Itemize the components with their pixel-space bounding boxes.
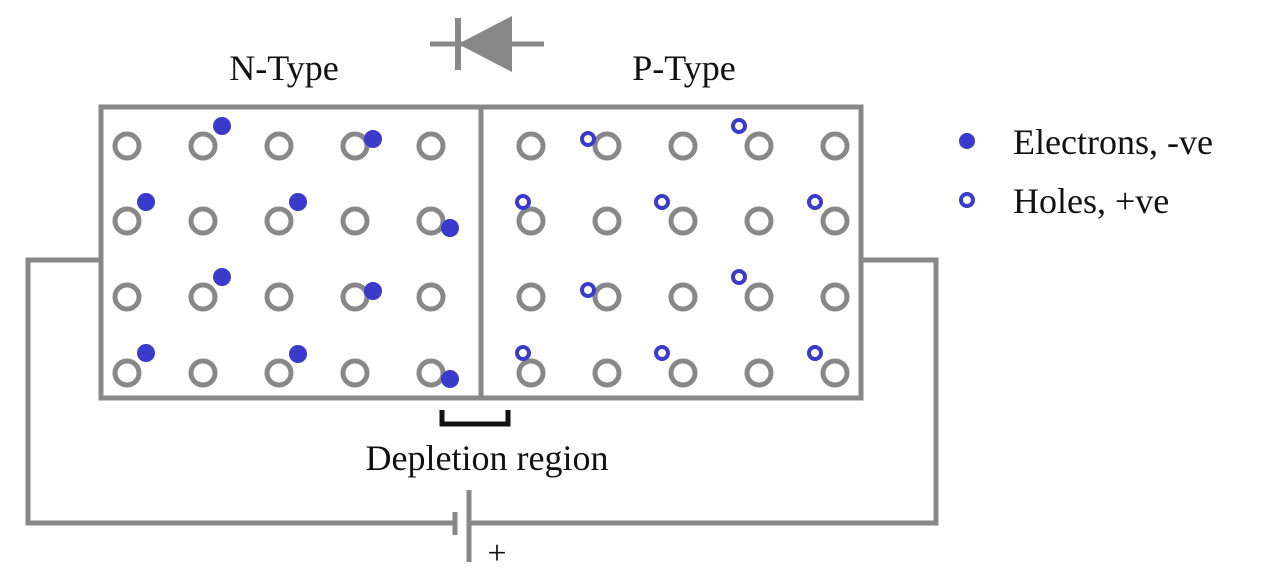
lattice-atom [516, 131, 546, 161]
lattice-atom [188, 358, 218, 388]
hole [731, 269, 747, 285]
lattice-atom [744, 131, 774, 161]
hole [654, 345, 670, 361]
lattice-atom [264, 282, 294, 312]
electrons [137, 117, 459, 388]
battery-symbol-icon [452, 490, 472, 562]
lattice-atom [516, 358, 546, 388]
lattice-atom [340, 206, 370, 236]
lattice-atom [592, 131, 622, 161]
lattice-atom [668, 282, 698, 312]
electron [213, 268, 231, 286]
depletion-region-bracket [439, 410, 511, 427]
electron [441, 219, 459, 237]
lattice-atom [820, 131, 850, 161]
hole [580, 131, 596, 147]
battery-plus-label: + [487, 535, 506, 572]
hole [580, 282, 596, 298]
lattice-atom [516, 206, 546, 236]
lattice-atom [744, 206, 774, 236]
lattice-atom [592, 358, 622, 388]
electron [364, 282, 382, 300]
p-type-label: P-Type [632, 48, 735, 88]
lattice-atom [264, 358, 294, 388]
electron [289, 345, 307, 363]
lattice-atom [592, 282, 622, 312]
lattice-atom [668, 358, 698, 388]
electron [213, 117, 231, 135]
circuit-wire [25, 257, 939, 526]
lattice-atom [516, 282, 546, 312]
lattice-atom [744, 282, 774, 312]
hole [515, 345, 531, 361]
lattice-atoms [112, 131, 850, 388]
electron [364, 130, 382, 148]
lattice-atom [340, 358, 370, 388]
lattice-atom [112, 358, 142, 388]
legend: Electrons, -ve Holes, +ve [959, 122, 1213, 221]
lattice-atom [820, 206, 850, 236]
legend-hole-icon [959, 192, 975, 208]
n-type-label: N-Type [229, 48, 338, 88]
lattice-atom [112, 131, 142, 161]
lattice-atom [820, 282, 850, 312]
lattice-atom [416, 282, 446, 312]
hole [731, 118, 747, 134]
lattice-atom [188, 131, 218, 161]
legend-hole-label: Holes, +ve [1013, 181, 1169, 221]
lattice-atom [340, 282, 370, 312]
legend-electron-label: Electrons, -ve [1013, 122, 1213, 162]
lattice-atom [744, 358, 774, 388]
lattice-atom [668, 131, 698, 161]
lattice-atom [264, 131, 294, 161]
lattice-atom [416, 206, 446, 236]
lattice-atom [264, 206, 294, 236]
hole [807, 345, 823, 361]
lattice-atom [592, 206, 622, 236]
lattice-atom [112, 206, 142, 236]
electron [289, 193, 307, 211]
diode-symbol-icon [430, 16, 544, 72]
electron [441, 370, 459, 388]
legend-electron-icon [959, 133, 975, 149]
electron [137, 344, 155, 362]
lattice-atom [668, 206, 698, 236]
hole [515, 194, 531, 210]
electron [137, 193, 155, 211]
lattice-atom [416, 358, 446, 388]
lattice-atom [340, 131, 370, 161]
semiconductor-block [98, 104, 864, 401]
hole [654, 194, 670, 210]
hole [807, 194, 823, 210]
lattice-atom [416, 131, 446, 161]
lattice-atom [188, 282, 218, 312]
lattice-atom [188, 206, 218, 236]
lattice-atom [820, 358, 850, 388]
p-type-region [478, 104, 864, 401]
lattice-atom [112, 282, 142, 312]
depletion-region-label: Depletion region [366, 438, 609, 478]
holes [515, 118, 823, 361]
